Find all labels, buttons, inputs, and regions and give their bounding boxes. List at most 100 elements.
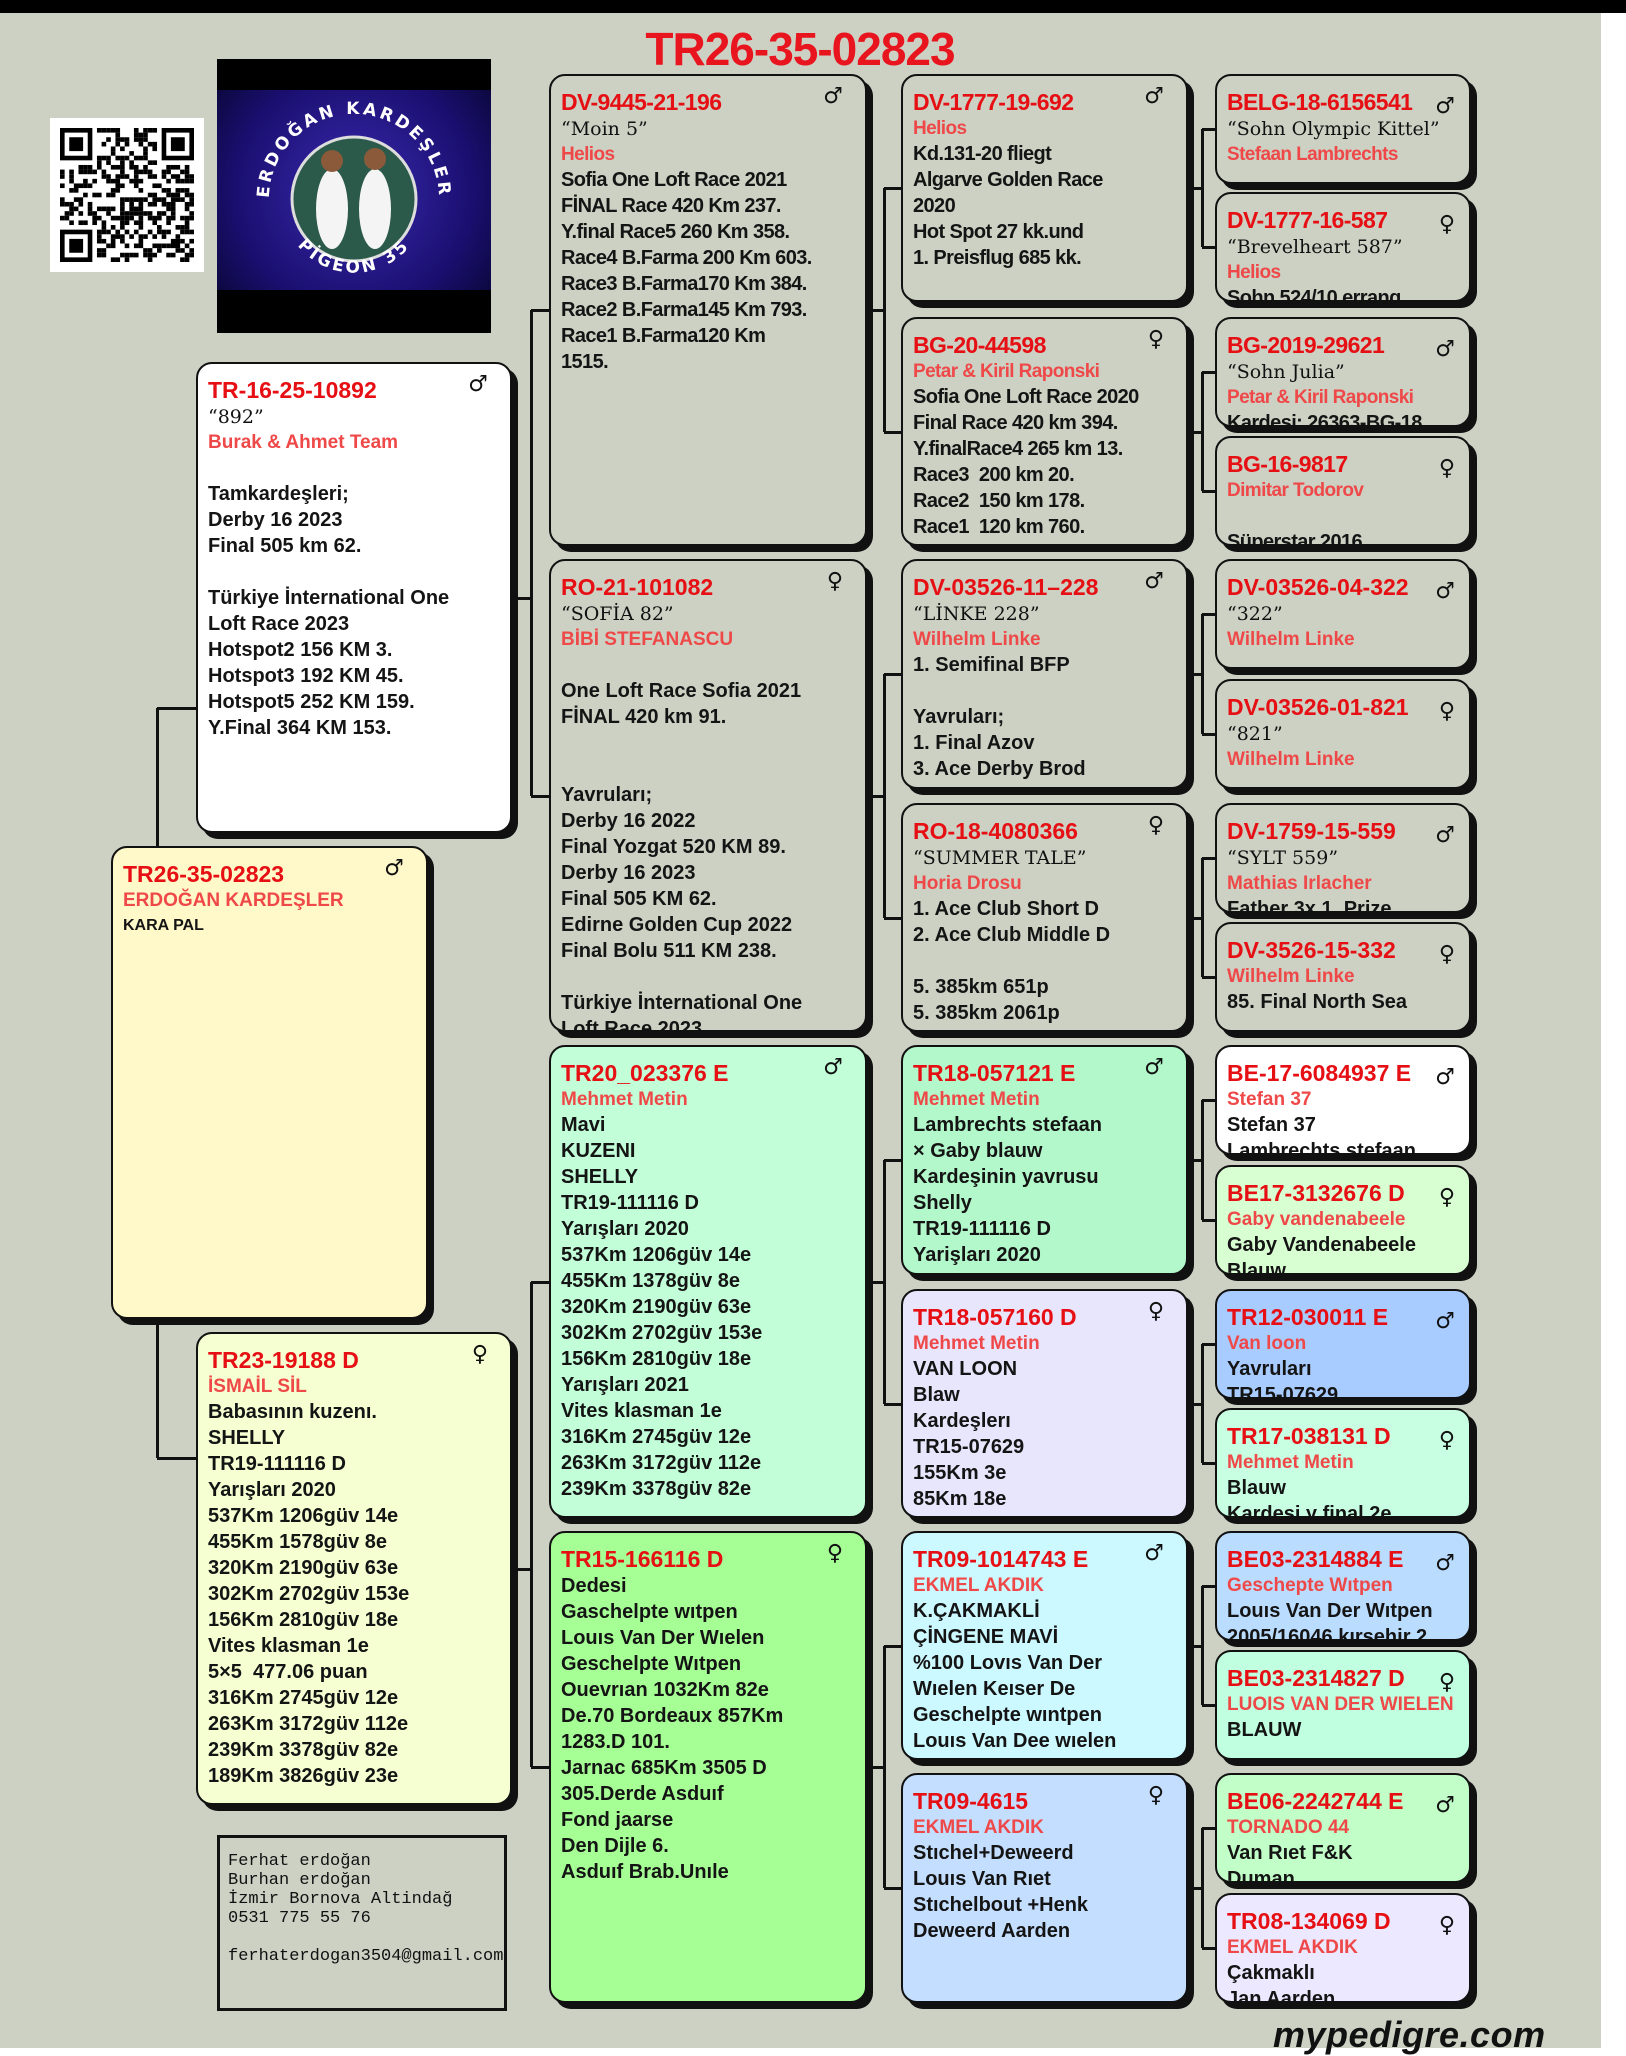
male-icon: ♂ [1144, 569, 1164, 594]
female-icon: ♀ [1438, 942, 1455, 967]
contact-email[interactable]: ferhaterdogan3504@gmail.com [228, 1947, 504, 1966]
logo-emblem: ERDOĞAN KARDEŞLER PİGEON 35 [254, 99, 452, 278]
note-line: Blaw [913, 1384, 960, 1406]
note-line: Yarışları 2021 [561, 1374, 689, 1396]
female-icon: ♀ [1438, 212, 1455, 237]
ring-number: TR17-038131 D [1227, 1423, 1391, 1449]
pigeon-card-ssss[interactable]: BELG-18-6156541♂“Sohn Olympic Kittel”Ste… [1215, 74, 1471, 184]
connector-line [884, 1402, 901, 1406]
note-line: Louıs Van Rıet [913, 1868, 1051, 1890]
breeder-name: ERDOĞAN KARDEŞLER [123, 890, 344, 911]
note-line: 1. Final Azov [913, 732, 1035, 754]
note-line: Final 505 KM 62. [561, 888, 717, 910]
ring-number: BG-2019-29621 [1227, 332, 1385, 358]
connector-line [1202, 1585, 1215, 1588]
male-icon: ♂ [1435, 579, 1455, 604]
pigeon-name: “Moin 5” [561, 118, 648, 140]
note-line: 1. Semifinal BFP [913, 654, 1070, 676]
connector-line [1202, 371, 1215, 374]
qr-code[interactable] [50, 118, 204, 272]
footer-brand-link[interactable]: mypedigre.com [1273, 2014, 1546, 2055]
ring-number: TR15-166116 D [561, 1546, 724, 1572]
ring-number: TR09-4615 [913, 1788, 1029, 1814]
connector-line [1188, 1402, 1202, 1406]
note-line: Kardeşinin yavrusu [913, 1166, 1099, 1188]
male-icon: ♂ [1435, 1065, 1455, 1090]
pigeon-name: “322” [1227, 603, 1283, 625]
connector-line [1201, 1344, 1204, 1463]
qr-code-icon [60, 128, 194, 262]
note-line: 302Km 2702güv 153e [208, 1583, 410, 1605]
ring-number: DV-1777-16-587 [1227, 207, 1388, 233]
pigeon-card-ssds[interactable]: BG-2019-29621♂“Sohn Julia”Petar & Kiril … [1215, 317, 1471, 427]
note-line [561, 652, 855, 678]
note-line: Van Rıet F&K [1227, 1842, 1353, 1864]
pigeon-card-sdsd[interactable]: DV-03526-01-821♀“821”Wilhelm Linke [1215, 679, 1471, 789]
ring-number: BG-16-9817 [1227, 451, 1348, 477]
note-line: Tamkardeşleri; [208, 483, 349, 505]
note-line: 1. Preisflug 685 kk. [913, 247, 1082, 269]
note-line: Süperstar 2016 [1227, 531, 1363, 546]
ring-number: TR09-1014743 E [913, 1546, 1089, 1572]
ring-number: DV-9445-21-196 [561, 89, 722, 115]
contact-name-1: Ferhat erdoğan [228, 1852, 371, 1871]
connector-line [883, 1160, 886, 1404]
note-line: Loft Race 2023 [561, 1018, 703, 1032]
breeder-name: Horia Drosu [913, 873, 1022, 894]
note-line: TR19-111116 D [208, 1453, 346, 1475]
note-line: × Gaby blauw [913, 1140, 1043, 1162]
note-line: 316Km 2745güv 12e [208, 1687, 399, 1709]
note-line: Gaschelpte wıtpen [561, 1601, 738, 1623]
contact-address: İzmir Bornova Altindağ [228, 1890, 453, 1909]
pigeon-card-sdss[interactable]: DV-03526-04-322♂“322”Wilhelm Linke [1215, 559, 1471, 669]
breeder-name: BİBİ STEFANASCU [561, 629, 734, 650]
connector-line [1188, 1644, 1202, 1648]
note-line: One Loft Race Sofia 2021 [561, 680, 802, 702]
note-line: Louıs Van Der Wıelen [561, 1627, 765, 1649]
connector-line [884, 1644, 901, 1648]
connector-line [884, 1887, 901, 1890]
connector-line [884, 1159, 901, 1162]
connector-line [884, 916, 901, 920]
note-line: 537Km 1206güv 14e [208, 1505, 399, 1527]
pigeon-name: “Sohn Julia” [1227, 361, 1345, 383]
pigeon-name: “Sohn Olympic Kittel” [1227, 118, 1440, 140]
note-line [561, 730, 855, 756]
pigeon-name: “SOFİA 82” [561, 603, 674, 625]
note-line: Shelly [913, 1192, 972, 1214]
breeder-name: Helios [561, 144, 615, 165]
pigeon-card-sds[interactable]: DV-03526-11–228♂“LİNKE 228”Wilhelm Linke… [901, 559, 1188, 789]
note-line: 263Km 3172güv 112e [208, 1713, 409, 1735]
connector-line [157, 707, 196, 710]
pigeon-card-sdds[interactable]: DV-1759-15-559♂“SYLT 559”Mathias Irlache… [1215, 803, 1471, 913]
contact-info: Ferhat erdoğan Burhan erdoğan İzmir Born… [217, 1835, 507, 2011]
breeder-name: Stefan 37 [1227, 1089, 1312, 1110]
note-line: Kardeşlerı [913, 1410, 1011, 1432]
breeder-name: Petar & Kiril Raponski [1227, 387, 1414, 408]
